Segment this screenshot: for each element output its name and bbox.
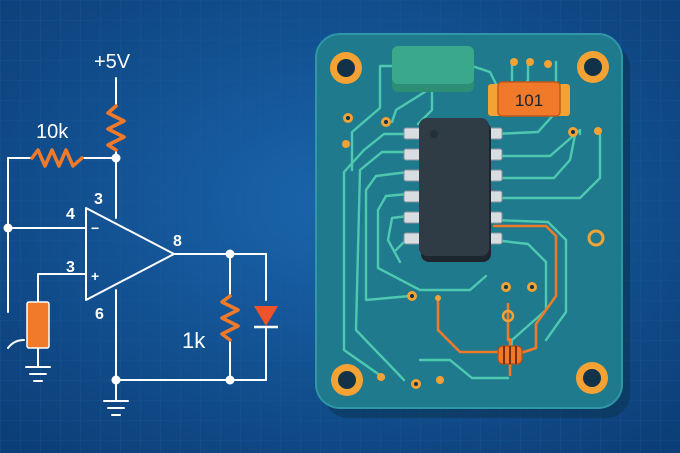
junction-dot (111, 375, 121, 385)
trace-arrow-tip (435, 295, 441, 301)
junction-dot (3, 223, 13, 233)
noninverting-input-symbol: + (91, 268, 99, 284)
through-hole-resistor (497, 338, 523, 376)
pin-label-output: 8 (173, 233, 182, 250)
feedback-resistor (30, 148, 84, 168)
mounting-holes (330, 51, 609, 396)
via-hole (504, 285, 508, 289)
ground-symbol (25, 366, 51, 382)
smd-resistor (488, 81, 570, 117)
supply-voltage-label: +5V (94, 51, 131, 73)
test-pad (501, 309, 515, 323)
pin-label-inverting: 4 (66, 206, 75, 223)
schematic (7, 77, 267, 401)
test-pad (587, 229, 605, 247)
potentiometer (26, 301, 50, 349)
inverting-input-symbol: − (91, 220, 99, 236)
via-hole (384, 120, 388, 124)
via-hole (530, 285, 534, 289)
load-resistor-label: 1k (182, 328, 206, 353)
smd-resistor-label: 101 (515, 91, 543, 110)
pin-label-top: 3 (94, 191, 103, 208)
junction-dot (111, 153, 121, 163)
noninverting-input-wire (37, 273, 87, 303)
diode (254, 306, 278, 329)
pot-wiper-wire (7, 339, 25, 349)
pin-label-noninverting: 3 (66, 259, 75, 276)
via-hole (571, 130, 575, 134)
junction-dot (225, 249, 235, 259)
pin-label-bottom: 6 (95, 306, 104, 323)
op-amp (85, 207, 175, 301)
load-resistor (220, 294, 240, 342)
ic-chip (403, 118, 503, 262)
via-hole (346, 116, 350, 120)
supply-resistor (106, 104, 126, 152)
feedback-resistor-label: 10k (36, 121, 69, 143)
relay-component (392, 46, 474, 92)
via-hole (410, 294, 414, 298)
junction-dot (225, 375, 235, 385)
ground-symbol (103, 400, 129, 416)
via-hole (414, 382, 418, 386)
